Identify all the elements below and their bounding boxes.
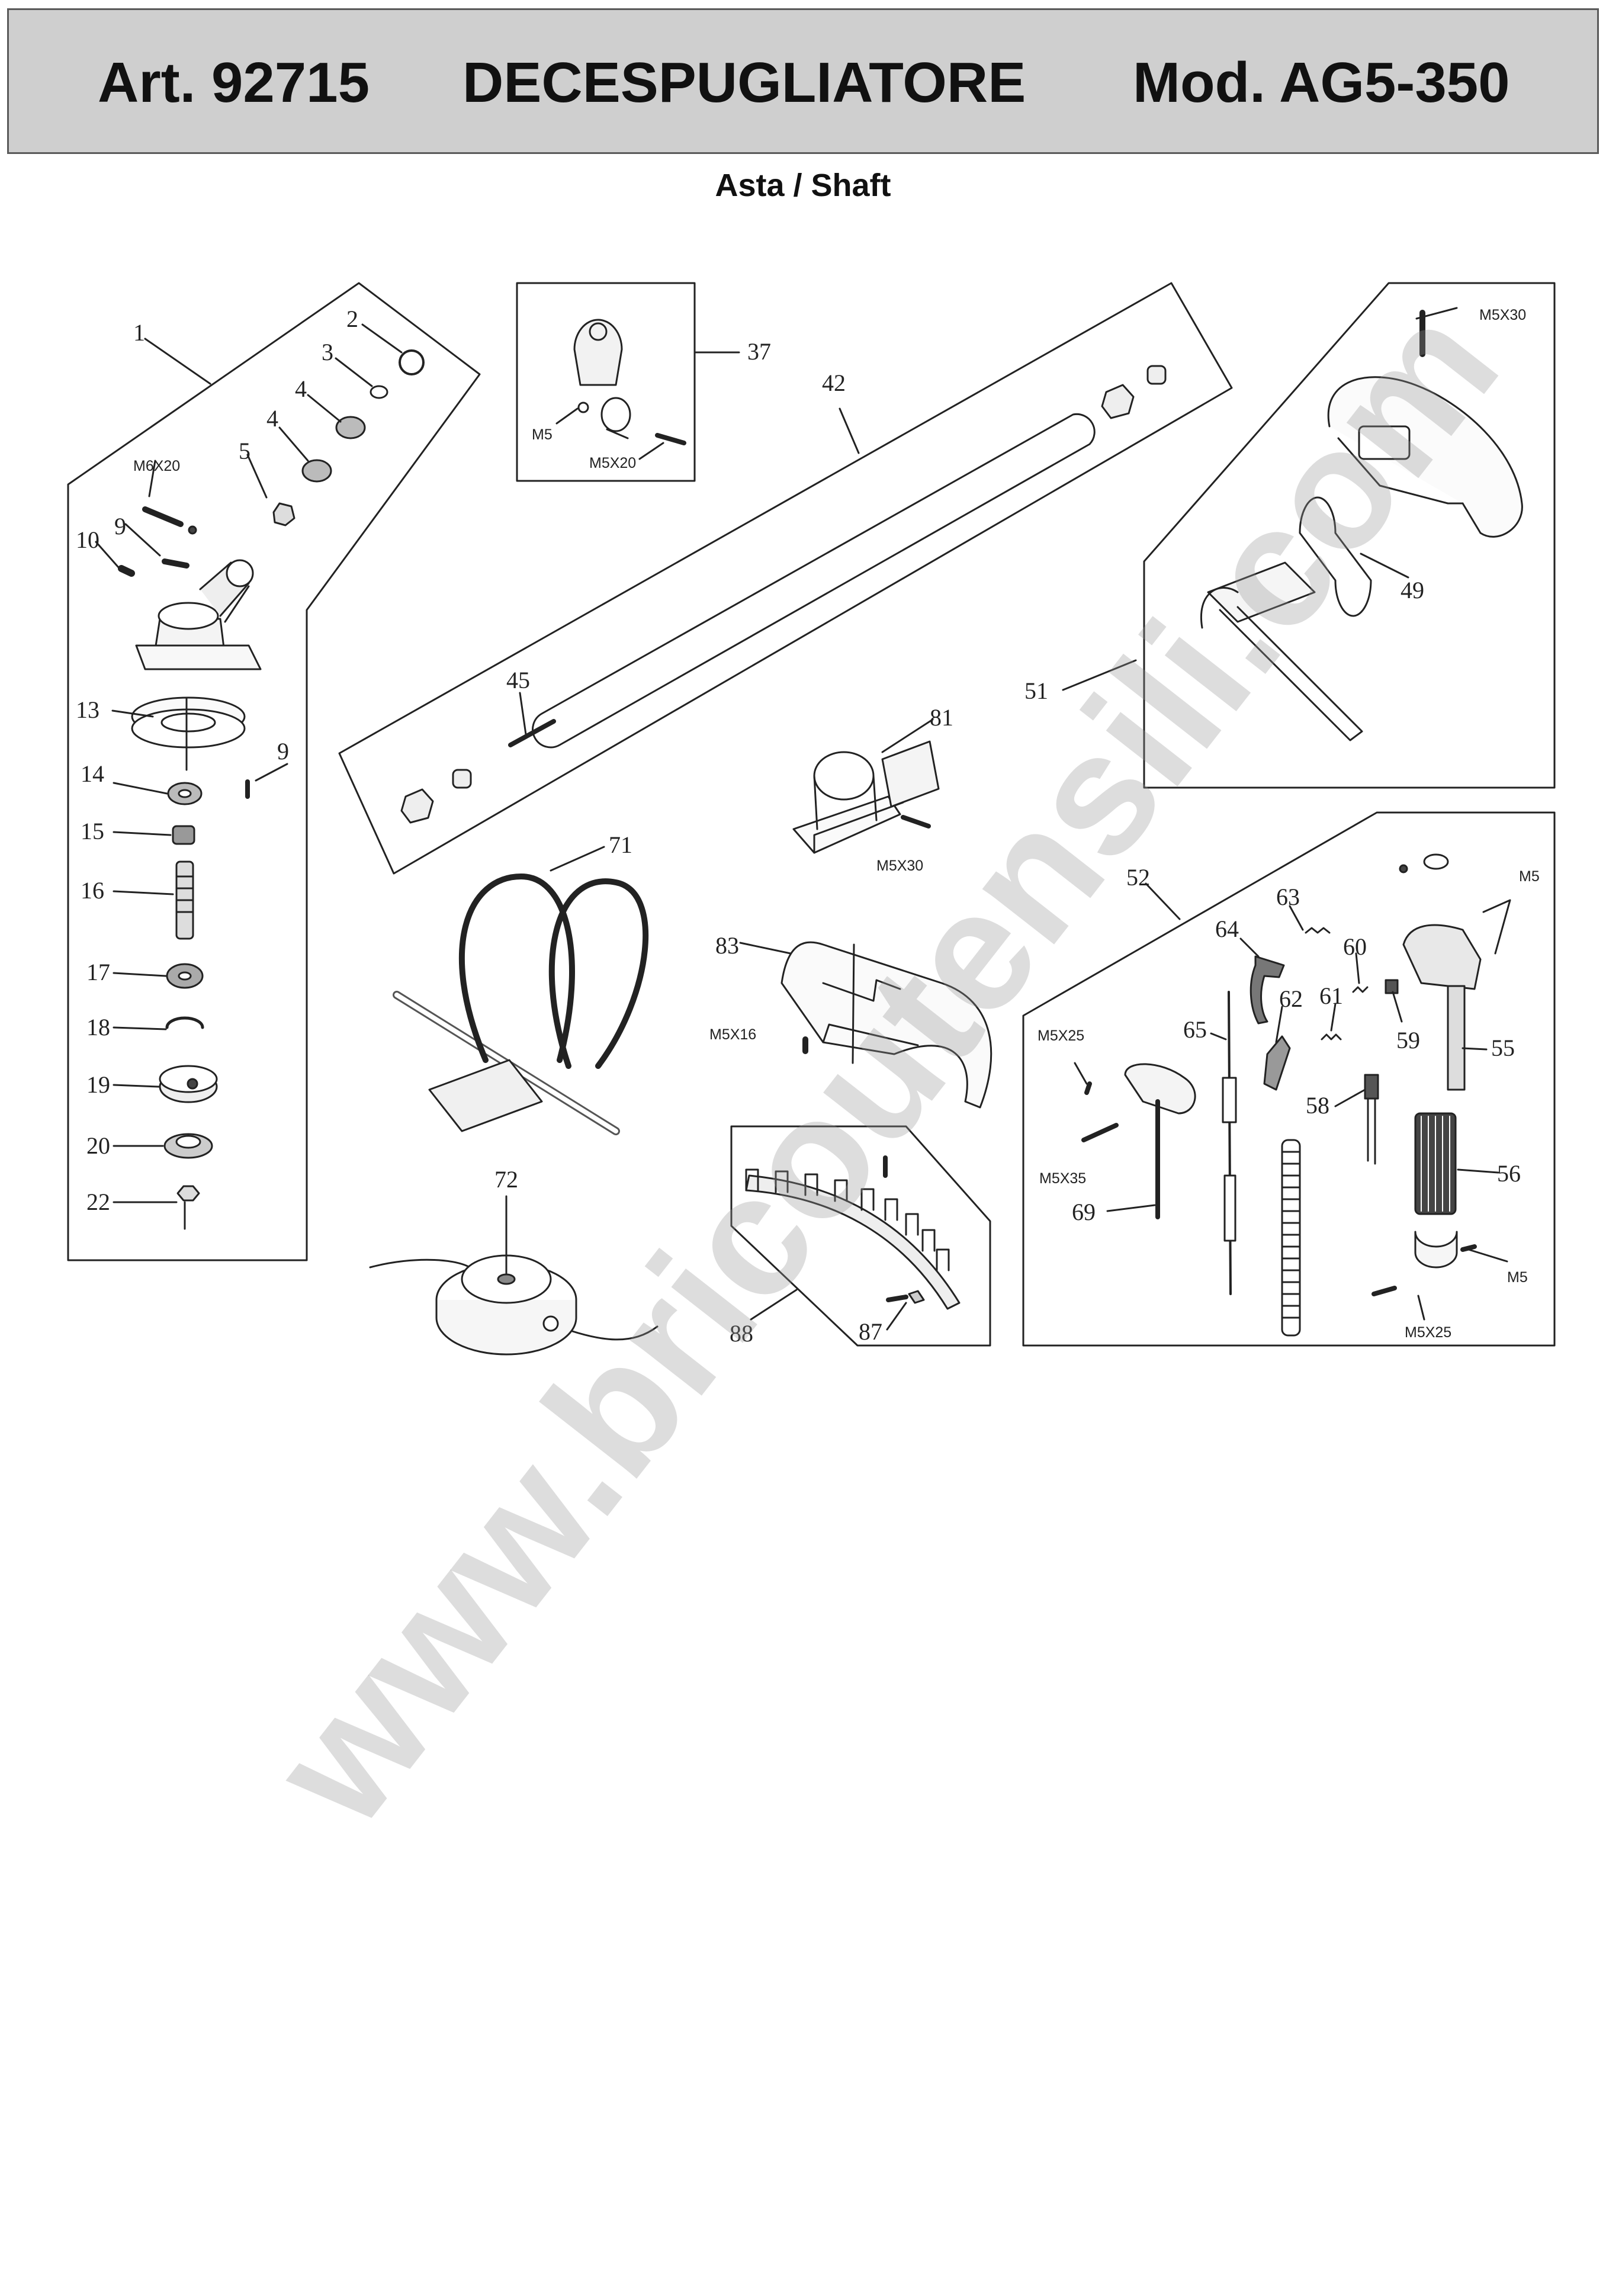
callout-51: 51 (1024, 677, 1048, 704)
callout-13: 13 (76, 696, 99, 723)
callout-5: 5 (239, 438, 250, 464)
callout-m5x25-b: M5X25 (1405, 1324, 1451, 1341)
product-name: DECESPUGLIATORE (462, 51, 1026, 114)
article-number: Art. 92715 (98, 51, 370, 114)
callout-18: 18 (86, 1014, 110, 1041)
callout-81: 81 (930, 704, 953, 731)
part-harness (393, 846, 649, 1135)
callout-58: 58 (1306, 1092, 1329, 1119)
callout-16: 16 (81, 877, 104, 904)
callout-labels: 1 2 3 4 4 5 M6X20 10 9 13 9 14 15 16 17 … (76, 306, 1540, 1347)
panel-blade-guard (730, 1125, 991, 1347)
callout-4a: 4 (295, 375, 307, 402)
callout-49: 49 (1401, 577, 1424, 603)
callout-59: 59 (1396, 1027, 1420, 1054)
callout-52: 52 (1126, 864, 1150, 891)
callout-3: 3 (322, 339, 333, 365)
callout-87: 87 (859, 1318, 882, 1345)
part-mount (792, 718, 940, 854)
callout-m5x25-a: M5X25 (1038, 1027, 1084, 1044)
callout-m5x30-top: M5X30 (1479, 307, 1526, 323)
callout-14: 14 (81, 760, 104, 787)
callout-22: 22 (86, 1189, 110, 1215)
panel-handle (1062, 282, 1556, 789)
callout-4b: 4 (266, 405, 278, 432)
callout-m5x35: M5X35 (1039, 1170, 1086, 1187)
panel-clamp (516, 282, 740, 482)
callout-45: 45 (506, 667, 530, 693)
callout-m6x20: M6X20 (133, 458, 180, 474)
callout-m5x20-37: M5X20 (589, 455, 636, 471)
part-trimmer-head (369, 1195, 659, 1356)
callout-63: 63 (1276, 884, 1300, 910)
model-number: Mod. AG5-350 (1133, 51, 1510, 114)
panel-shaft (338, 282, 1233, 875)
callout-m5-b: M5 (1507, 1269, 1528, 1286)
callout-62: 62 (1279, 985, 1303, 1012)
callout-15: 15 (81, 818, 104, 844)
callout-64: 64 (1215, 916, 1239, 942)
callout-71: 71 (609, 831, 632, 858)
callout-69: 69 (1072, 1199, 1096, 1225)
callout-55: 55 (1491, 1035, 1515, 1061)
panel-gearhead (67, 282, 481, 1261)
callout-m5-a: M5 (1519, 868, 1540, 885)
callout-m5x16: M5X16 (709, 1026, 756, 1043)
callout-83: 83 (715, 932, 739, 959)
callout-10: 10 (76, 526, 99, 553)
callout-65: 65 (1183, 1016, 1207, 1043)
callout-37: 37 (747, 338, 771, 365)
callout-m5-37: M5 (532, 426, 553, 443)
callout-1: 1 (133, 319, 145, 346)
part-guard (739, 941, 992, 1109)
callout-17: 17 (86, 959, 110, 985)
callout-72: 72 (494, 1166, 518, 1193)
callout-42: 42 (822, 370, 846, 396)
callout-60: 60 (1343, 933, 1367, 960)
callout-m5x30-81: M5X30 (876, 858, 923, 874)
callout-20: 20 (86, 1132, 110, 1159)
callout-9a: 9 (114, 513, 126, 540)
panel-throttle (1022, 811, 1556, 1347)
callout-19: 19 (86, 1071, 110, 1098)
title-bar: Art. 92715 DECESPUGLIATORE Mod. AG5-350 (7, 8, 1599, 154)
callout-9b: 9 (277, 738, 289, 765)
callout-56: 56 (1497, 1160, 1521, 1187)
callout-2: 2 (346, 306, 358, 332)
callout-88: 88 (730, 1320, 753, 1347)
callout-61: 61 (1319, 982, 1343, 1009)
page-subtitle: Asta / Shaft (715, 168, 891, 203)
